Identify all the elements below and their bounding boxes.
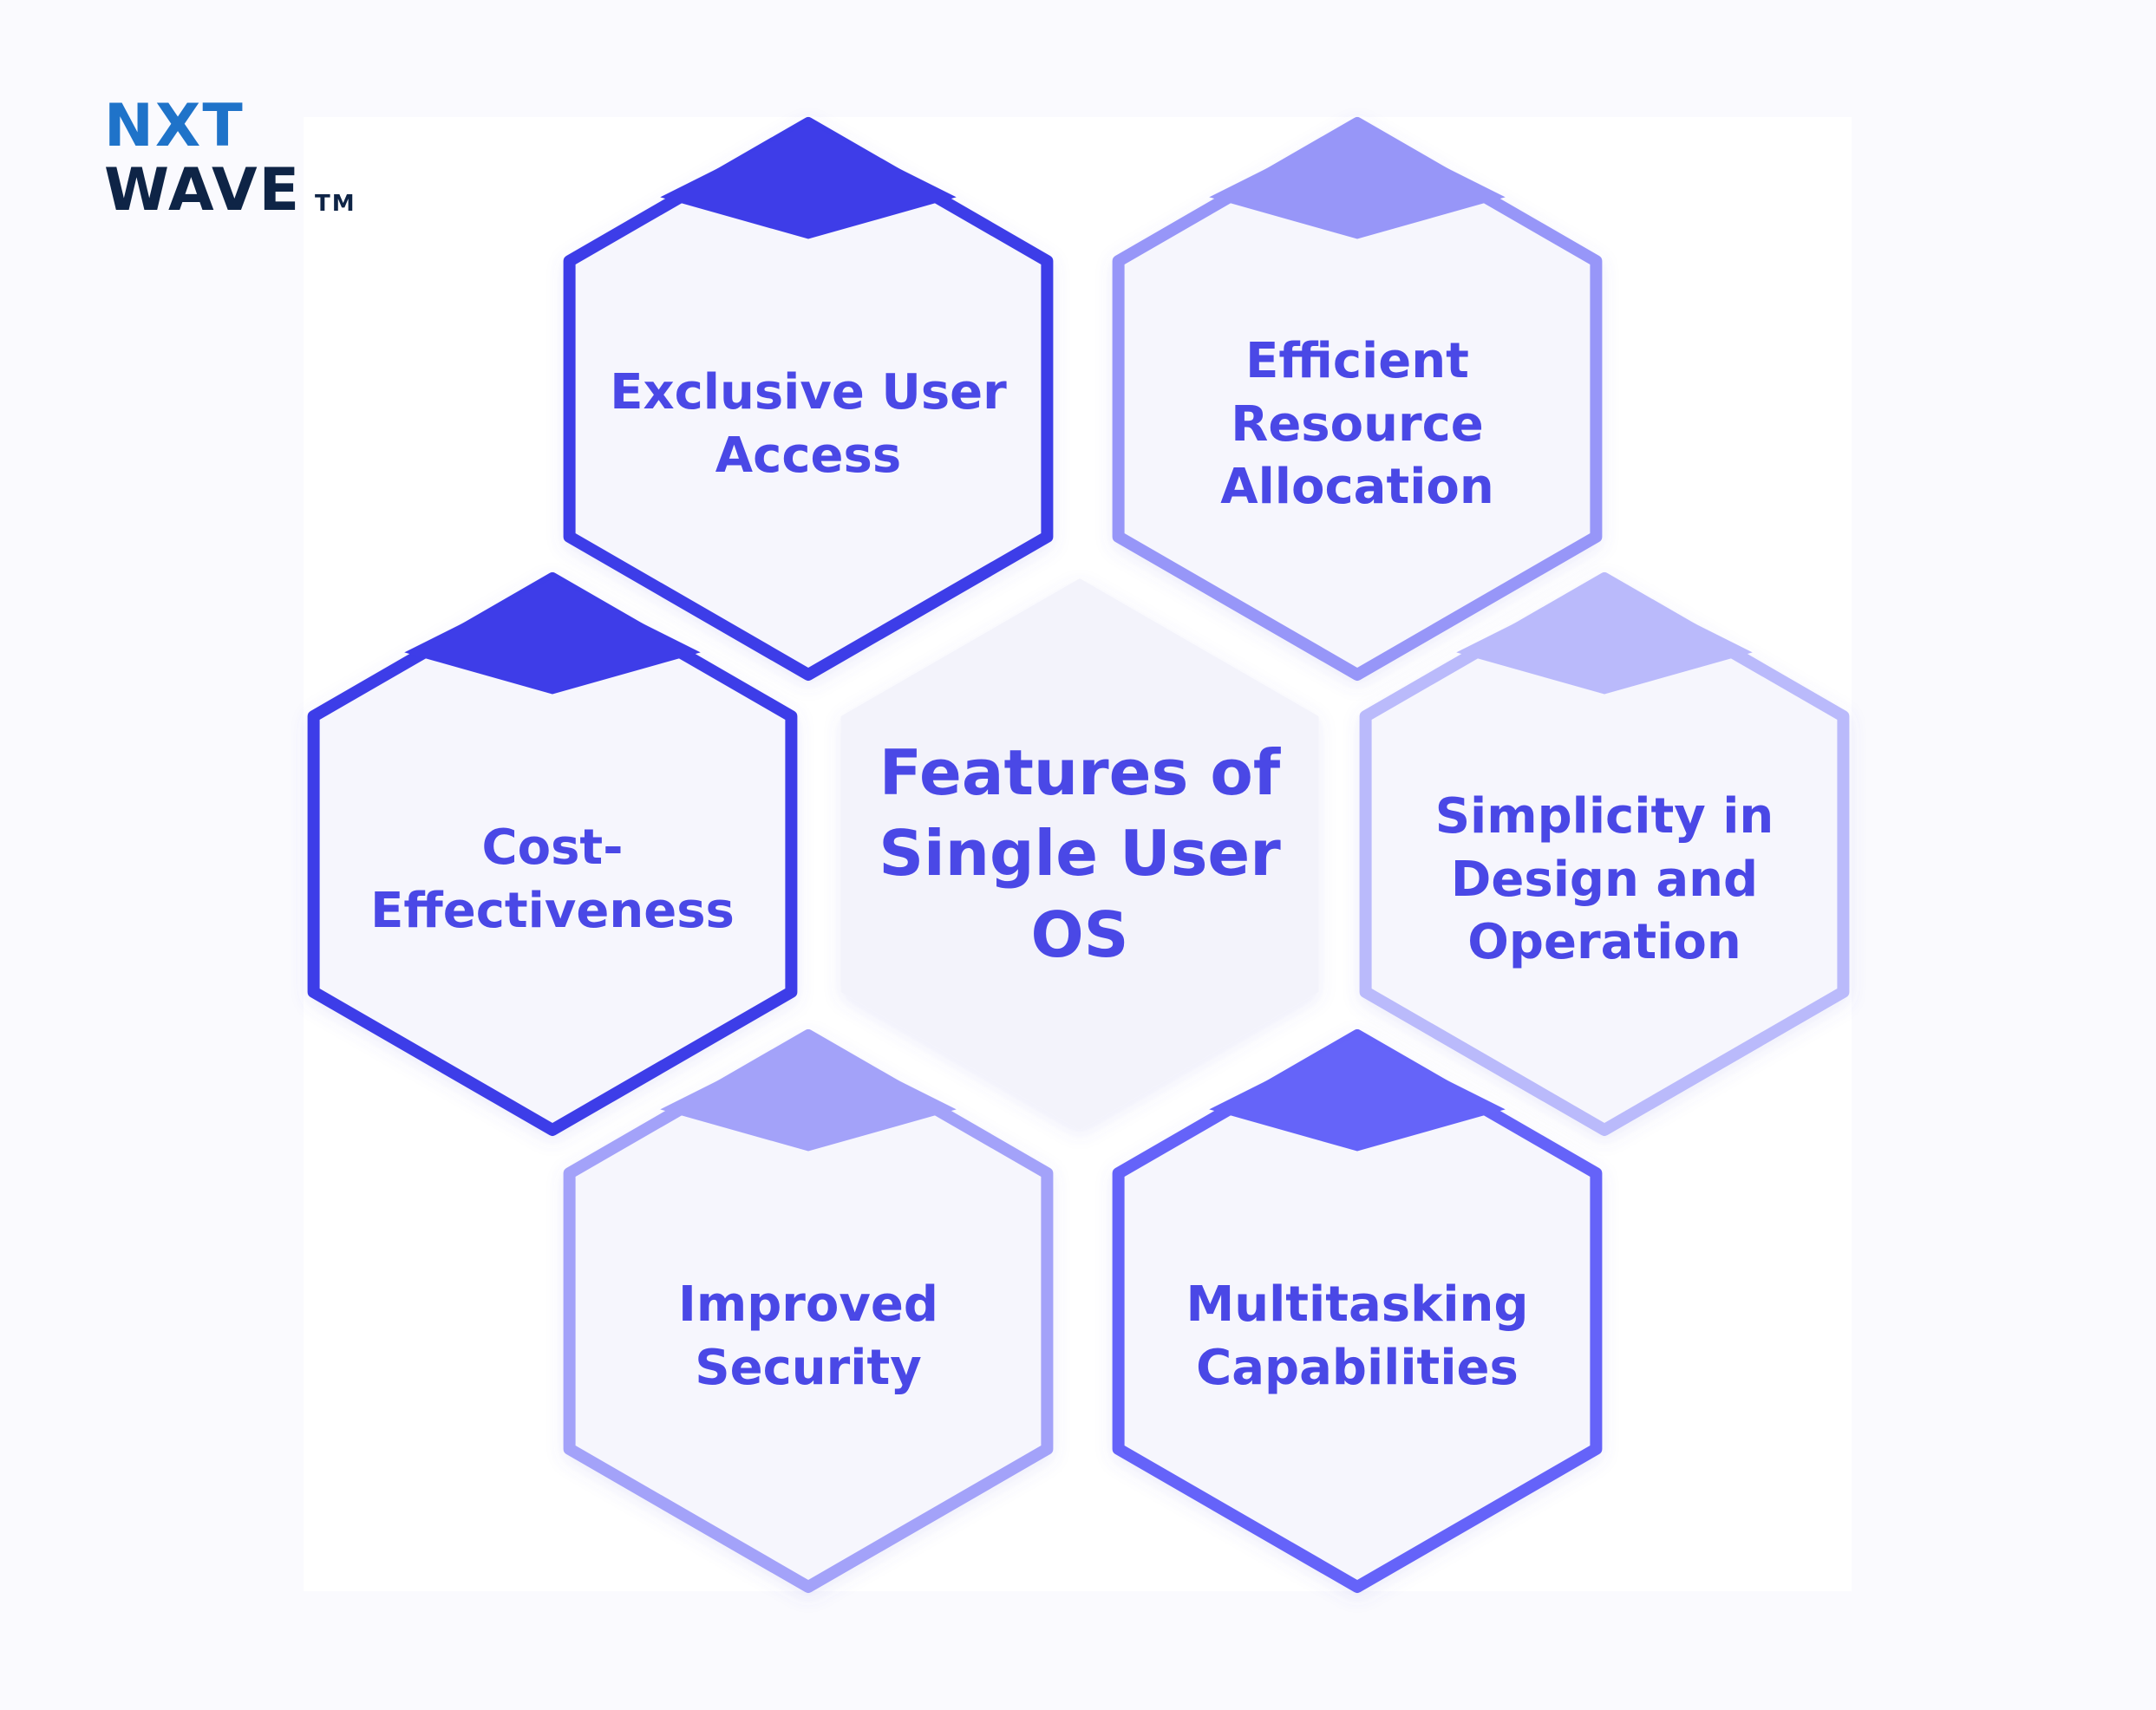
hexagon-outline	[1359, 572, 1850, 1136]
center-title: Features of Single User OS	[879, 735, 1281, 971]
hexagon-outline	[563, 1029, 1054, 1593]
logo-text-wave: WAVE	[104, 156, 302, 225]
feature-hexagon-2	[1112, 117, 1603, 681]
hexagon-accent-cap	[1209, 123, 1506, 239]
hexagon-outline	[563, 117, 1054, 681]
hexagon-accent-cap	[404, 578, 701, 695]
feature-label-3: Cost- Effectiveness	[370, 819, 735, 939]
hexagon-accent-cap	[1209, 1035, 1506, 1152]
nxtwave-logo: NXT WAVE TM	[104, 97, 356, 220]
feature-hexagon-1	[563, 117, 1054, 681]
feature-label-2: Efficient Resource Allocation	[1220, 332, 1494, 516]
hexagon-accent-cap	[1456, 578, 1753, 695]
feature-label-6: Multitasking Capabilities	[1186, 1276, 1529, 1396]
logo-trademark: TM	[315, 191, 356, 217]
feature-label-5: Improved Security	[678, 1276, 938, 1396]
logo-text-nxt: NXT	[104, 92, 245, 160]
feature-label-4: Simplicity in Design and Operation	[1434, 787, 1774, 971]
feature-hexagon-4	[1359, 572, 1850, 1136]
center-hexagon	[840, 578, 1319, 1130]
feature-hexagon-6	[1112, 1029, 1603, 1593]
feature-hexagon-3	[307, 572, 798, 1136]
hexagon-accent-cap	[660, 1035, 957, 1152]
hexagon-outline	[1112, 1029, 1603, 1593]
feature-hexagon-5	[563, 1029, 1054, 1593]
hexagon-accent-cap	[660, 123, 957, 239]
feature-label-1: Exclusive User Access	[610, 364, 1007, 484]
hexagon-outline	[307, 572, 798, 1136]
hexagon-outline	[1112, 117, 1603, 681]
